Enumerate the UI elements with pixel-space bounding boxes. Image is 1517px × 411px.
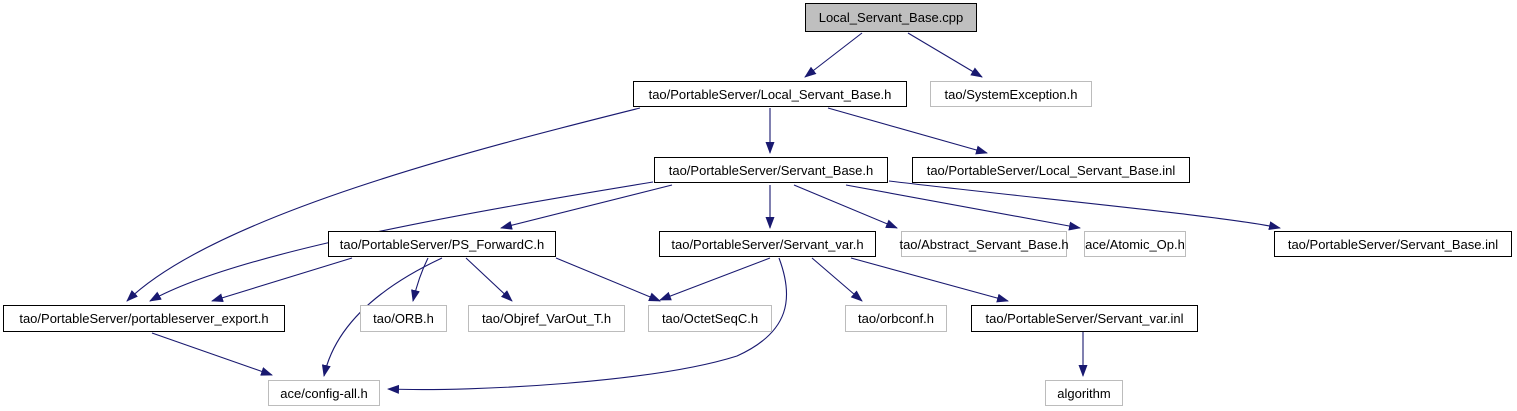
node-algorithm: algorithm <box>1045 380 1123 406</box>
node-local-servant-base-h[interactable]: tao/PortableServer/Local_Servant_Base.h <box>633 81 907 107</box>
edge-sb-h-to-sb-inl <box>888 180 1281 231</box>
node-system-exception-h: tao/SystemException.h <box>930 81 1092 107</box>
edge-sb-h-to-psf <box>500 184 673 230</box>
edge-psf-to-pexport <box>211 257 353 303</box>
node-portableserver-export-h[interactable]: tao/PortableServer/portableserver_export… <box>3 305 285 332</box>
node-orbconf-h: tao/orbconf.h <box>845 305 947 332</box>
edge-svar-h-to-octet <box>659 257 771 301</box>
node-config-all-h: ace/config-all.h <box>268 380 380 406</box>
edge-cpp-to-lsb-h <box>804 32 863 78</box>
edge-psf-to-objref <box>465 257 513 302</box>
node-octetseqc-h: tao/OctetSeqC.h <box>648 305 772 332</box>
node-abstract-servant-base-h: tao/Abstract_Servant_Base.h <box>899 231 1069 257</box>
node-local-servant-base-inl[interactable]: tao/PortableServer/Local_Servant_Base.in… <box>912 157 1190 183</box>
node-atomic-op-h: ace/Atomic_Op.h <box>1084 231 1186 257</box>
node-servant-var-inl[interactable]: tao/PortableServer/Servant_var.inl <box>971 305 1198 332</box>
node-servant-var-h[interactable]: tao/PortableServer/Servant_var.h <box>659 231 876 257</box>
node-orb-h: tao/ORB.h <box>360 305 447 332</box>
edge-svar-h-to-orbconf <box>811 257 863 302</box>
edge-svar-h-to-svar-inl <box>850 257 1009 303</box>
edge-lsb-h-to-lsb-inl <box>827 107 988 155</box>
node-objref-varout-t-h: tao/Objref_VarOut_T.h <box>468 305 625 332</box>
edge-sb-h-to-atomic <box>845 184 1081 231</box>
edge-cpp-to-sysex <box>907 32 983 78</box>
edge-svar-h-to-configall <box>387 257 788 394</box>
edge-pexport-to-configall <box>151 332 273 376</box>
node-servant-base-h[interactable]: tao/PortableServer/Servant_Base.h <box>654 157 888 183</box>
edge-psf-to-orb <box>411 257 429 302</box>
node-local-servant-base-cpp: Local_Servant_Base.cpp <box>805 3 977 32</box>
node-servant-base-inl[interactable]: tao/PortableServer/Servant_Base.inl <box>1274 231 1512 257</box>
node-ps-forwardc-h[interactable]: tao/PortableServer/PS_ForwardC.h <box>328 231 556 257</box>
edge-lsb-h-to-pexport <box>126 107 641 302</box>
edge-sb-h-to-absb <box>793 184 898 229</box>
edge-psf-to-octet <box>555 257 661 302</box>
